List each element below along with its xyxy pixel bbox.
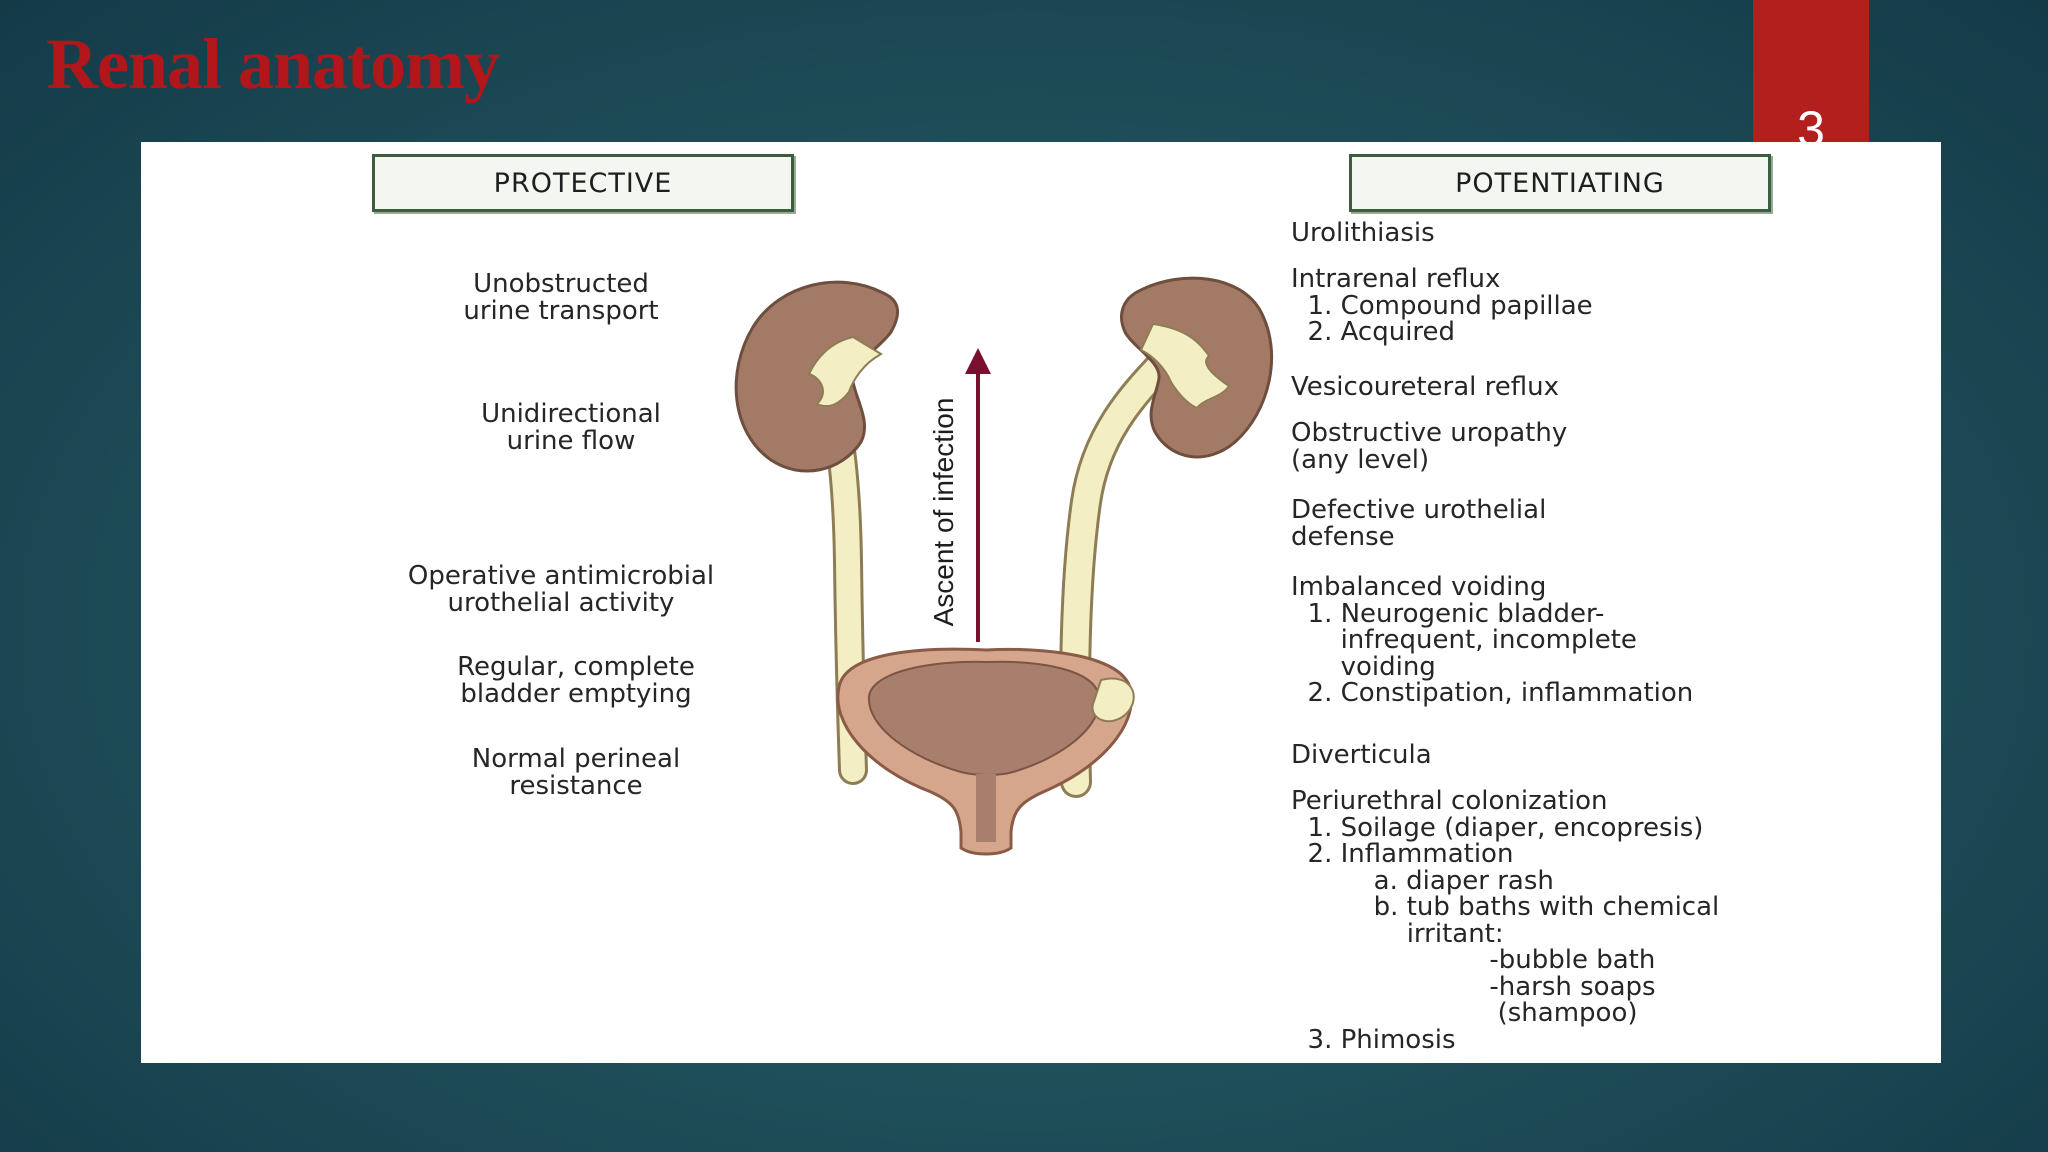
ascent-of-infection-arrow bbox=[965, 348, 991, 642]
protective-item-urine-flow: Unidirectional urine flow bbox=[481, 399, 661, 456]
potentiating-item-imbalanced-voiding: Imbalanced voiding 1. Neurogenic bladder… bbox=[1291, 572, 1694, 708]
protective-item-bladder-emptying: Regular, complete bladder emptying bbox=[457, 652, 695, 709]
page-number: 3 bbox=[1797, 101, 1825, 142]
figure-panel: PROTECTIVE POTENTIATING Unobstructed uri… bbox=[141, 142, 1941, 1063]
left-kidney bbox=[734, 280, 900, 473]
right-kidney bbox=[1120, 276, 1274, 459]
bladder bbox=[836, 647, 1135, 856]
urinary-tract-illustration: Ascent of infection bbox=[734, 276, 1274, 856]
slide-title: Renal anatomy bbox=[46, 24, 500, 104]
potentiating-item-intrarenal-reflux: Intrarenal reflux 1. Compound papillae 2… bbox=[1291, 264, 1593, 347]
protective-header: PROTECTIVE bbox=[372, 154, 794, 212]
protective-item-perineal-resistance: Normal perineal resistance bbox=[471, 744, 681, 801]
potentiating-item-urothelial-defense: Defective urothelial defense bbox=[1291, 495, 1547, 552]
ascent-of-infection-label: Ascent of infection bbox=[928, 398, 959, 627]
potentiating-item-obstructive-uropathy: Obstructive uropathy (any level) bbox=[1291, 418, 1568, 475]
potentiating-item-diverticula: Diverticula bbox=[1291, 740, 1432, 770]
potentiating-item-vesicoureteral-reflux: Vesicoureteral reflux bbox=[1291, 372, 1559, 402]
potentiating-item-urolithiasis: Urolithiasis bbox=[1291, 218, 1435, 248]
protective-item-urine-transport: Unobstructed urine transport bbox=[463, 269, 659, 326]
potentiating-header: POTENTIATING bbox=[1349, 154, 1771, 212]
potentiating-item-periurethral-colonization: Periurethral colonization 1. Soilage (di… bbox=[1291, 786, 1720, 1055]
page-number-tab: 3 bbox=[1753, 0, 1869, 142]
protective-item-antimicrobial: Operative antimicrobial urothelial activ… bbox=[407, 561, 715, 618]
